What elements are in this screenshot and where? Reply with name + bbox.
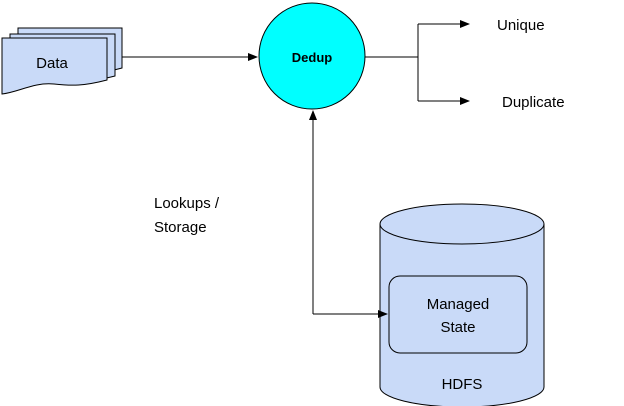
- managed-state-line2: State: [440, 319, 475, 336]
- managed-state-rect: [388, 275, 528, 354]
- data-label: Data: [36, 55, 68, 72]
- dedup-circle: [258, 2, 366, 110]
- unique-label: Unique: [497, 17, 545, 34]
- dedup-label: Dedup: [292, 50, 333, 65]
- dedup-output-branches: [365, 20, 470, 105]
- lookups-label: Lookups /: [154, 195, 220, 212]
- data-document-stack: Data: [1, 27, 123, 95]
- managed-state-box: Managed State: [388, 275, 528, 354]
- managed-state-line1: Managed: [427, 296, 490, 313]
- document-front: [1, 37, 108, 95]
- cylinder-top: [379, 203, 545, 245]
- dedup-node: Dedup: [258, 2, 366, 110]
- hdfs-label: HDFS: [442, 376, 483, 393]
- dedup-state-connector: [309, 110, 388, 318]
- storage-label: Storage: [154, 219, 207, 236]
- duplicate-label: Duplicate: [502, 94, 565, 111]
